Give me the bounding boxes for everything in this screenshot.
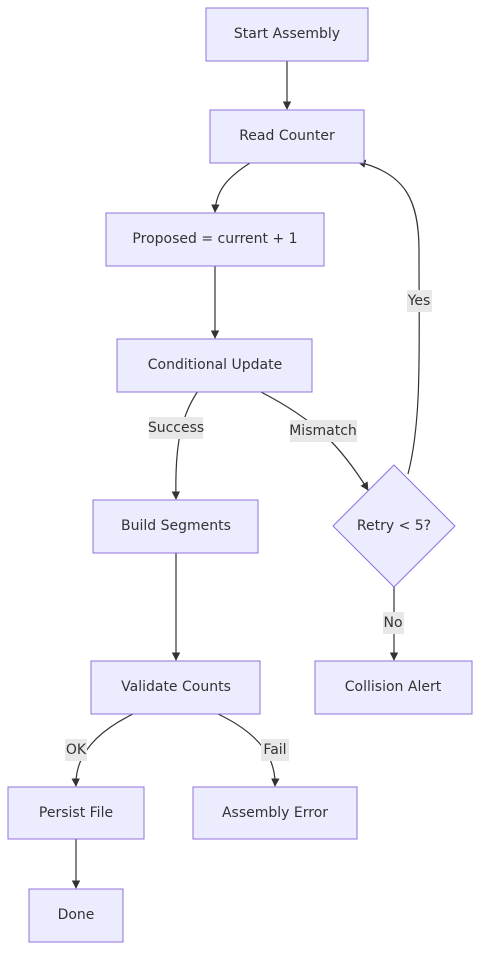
- edge-label-fail: Fail: [261, 739, 289, 761]
- node-build-segments: Build Segments: [92, 499, 259, 554]
- edge-read-proposed: [211, 162, 251, 213]
- node-read-counter-label: Read Counter: [239, 128, 335, 144]
- edge-label-mismatch: Mismatch: [289, 420, 357, 442]
- node-collision-alert: Collision Alert: [314, 660, 473, 715]
- node-start-assembly-label: Start Assembly: [234, 26, 340, 42]
- node-conditional-update-label: Conditional Update: [148, 357, 282, 373]
- node-proposed: Proposed = current + 1: [105, 212, 325, 267]
- node-proposed-label: Proposed = current + 1: [132, 231, 297, 247]
- node-validate-counts: Validate Counts: [90, 660, 261, 715]
- node-start-assembly: Start Assembly: [205, 7, 369, 62]
- edge-validate-persist: [71, 713, 134, 787]
- node-done-label: Done: [58, 907, 95, 923]
- edge-label-no: No: [383, 612, 404, 634]
- edge-label-ok-text: OK: [66, 742, 87, 758]
- node-validate-counts-label: Validate Counts: [121, 679, 231, 695]
- node-done: Done: [28, 888, 124, 943]
- node-retry-decision: Retry < 5?: [332, 464, 456, 588]
- edge-label-success-text: Success: [148, 420, 204, 436]
- node-persist-file: Persist File: [7, 786, 145, 840]
- edge-label-success: Success: [148, 417, 204, 439]
- edge-label-yes-text: Yes: [407, 293, 431, 309]
- node-assembly-error: Assembly Error: [192, 786, 358, 840]
- node-read-counter: Read Counter: [209, 109, 365, 164]
- edge-label-mismatch-text: Mismatch: [289, 423, 357, 439]
- node-retry-decision-label: Retry < 5?: [357, 518, 431, 534]
- edge-retry-read: [357, 159, 420, 475]
- node-assembly-error-label: Assembly Error: [222, 805, 328, 821]
- node-build-segments-label: Build Segments: [121, 518, 231, 534]
- node-conditional-update: Conditional Update: [116, 338, 313, 393]
- edge-label-no-text: No: [383, 615, 402, 631]
- node-collision-alert-label: Collision Alert: [345, 679, 442, 695]
- edge-label-ok: OK: [65, 739, 87, 761]
- edge-label-yes: Yes: [407, 290, 432, 312]
- edge-update-build: [171, 390, 199, 500]
- node-persist-file-label: Persist File: [39, 805, 113, 821]
- edge-label-fail-text: Fail: [263, 742, 286, 758]
